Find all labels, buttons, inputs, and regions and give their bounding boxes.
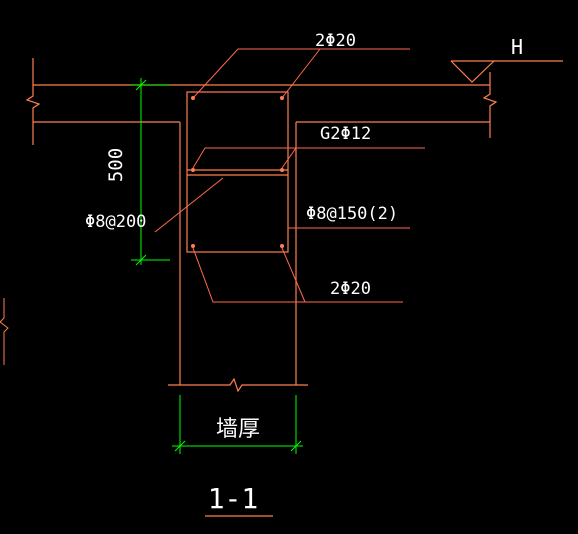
side-right-bar <box>280 168 284 172</box>
level-marker <box>450 60 563 83</box>
bottom-left-bar <box>191 244 195 248</box>
leader-lines <box>154 48 425 303</box>
vertical-dimension <box>131 78 170 266</box>
section-title: 1-1 <box>208 482 259 515</box>
wall-thickness-label: 墙厚 <box>216 417 260 442</box>
stirrups-label: Φ8@150(2) <box>306 204 398 224</box>
top-bars-label: 2Φ20 <box>315 31 356 51</box>
dimension-label: 500 <box>105 148 127 182</box>
slab-rebar-label: Φ8@200 <box>85 212 146 232</box>
rebar-cage <box>186 91 289 253</box>
left-edge-fragment <box>0 298 9 365</box>
bottom-bars-label: 2Φ20 <box>330 279 371 299</box>
side-left-bar <box>191 168 195 172</box>
level-mark-label: H <box>511 35 523 59</box>
horizontal-dimension <box>172 395 303 454</box>
rebar-dots <box>191 96 284 248</box>
slab-outline <box>25 58 498 145</box>
side-bars-label: G2Φ12 <box>320 124 371 144</box>
wall-outline <box>168 122 308 393</box>
bottom-right-bar <box>280 244 284 248</box>
